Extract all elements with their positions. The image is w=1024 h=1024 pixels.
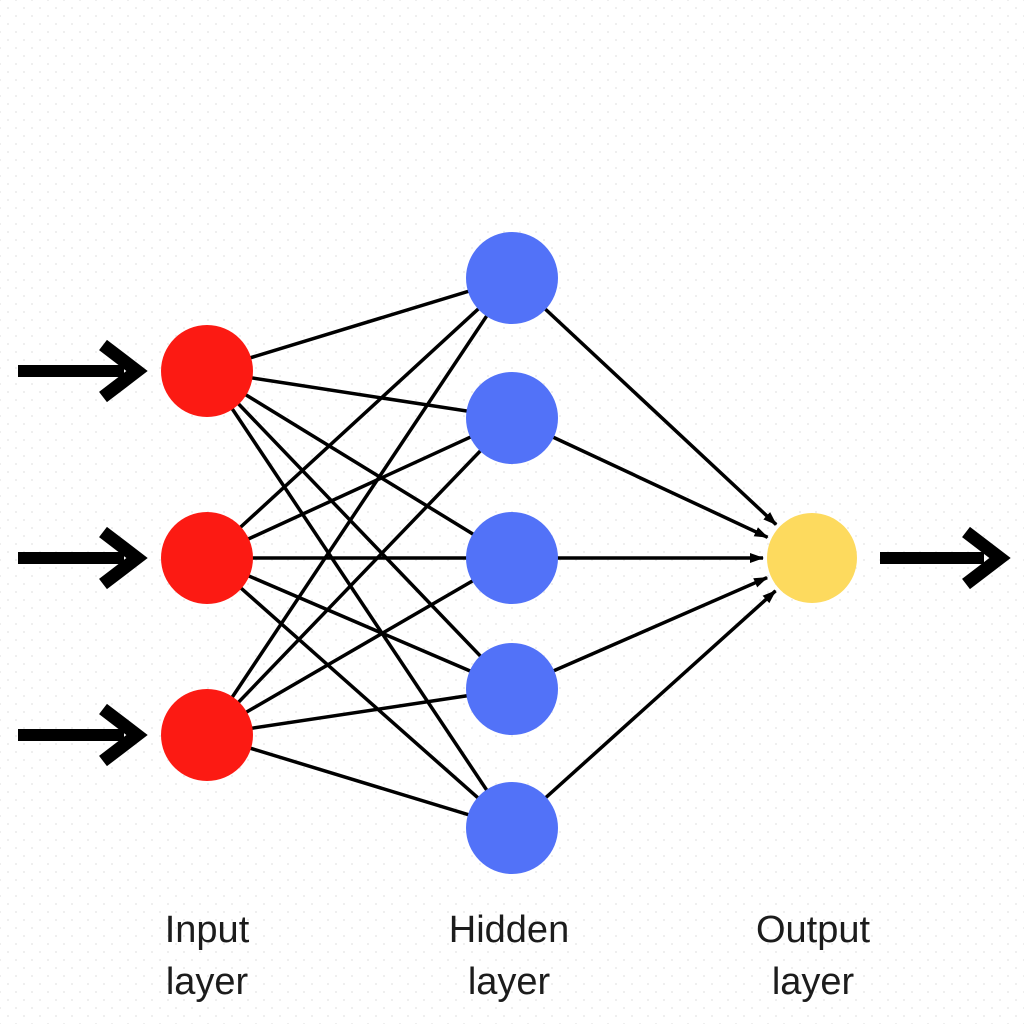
connection-input1-to-hidden0 [205,276,514,560]
connection-input2-to-hidden4 [206,733,513,830]
connection-input2-to-hidden3 [206,687,513,737]
output-layer-label-line2: layer [772,961,855,1003]
connection-hidden3-to-output0 [511,576,769,691]
input-layer-label-line2: layer [166,961,249,1003]
connection-input1-to-hidden3 [206,556,513,691]
connection-input2-to-hidden0 [205,277,514,736]
hidden-node-2 [466,372,558,464]
output-node-1 [767,513,857,603]
connection-input2-to-hidden1 [205,416,514,737]
connection-input0-to-hidden0 [206,276,513,373]
input-arrow-2-head-icon [99,526,148,590]
hidden-node-1 [466,232,558,324]
hidden-node-4 [466,643,558,735]
connections-group [205,276,778,830]
connection-hidden0-to-output0 [510,276,778,526]
input-node-3 [161,689,253,781]
connection-input0-to-hidden2 [206,369,513,560]
input-arrow-3-head-icon [99,703,148,767]
connection-input0-to-hidden4 [205,370,514,829]
connection-input0-to-hidden1 [206,369,513,420]
hidden-layer-label-line2: layer [468,961,551,1003]
hidden-node-3 [466,512,558,604]
hidden-layer-label-line1: Hidden [449,909,569,951]
connection-hidden4-to-output0 [510,589,777,830]
input-node-1 [161,325,253,417]
input-layer-label-line1: Input [165,909,250,951]
layer-labels-group: Input layer Hidden layer Output layer [165,909,871,1003]
output-layer-label-line1: Output [756,909,871,951]
external-arrows-group [18,339,1011,767]
nodes-group [161,232,857,874]
input-node-2 [161,512,253,604]
connection-input0-to-hidden3 [205,369,514,691]
connection-input2-to-hidden2 [206,556,513,737]
hidden-node-5 [466,782,558,874]
input-arrow-1-head-icon [99,339,148,403]
connection-input1-to-hidden1 [206,416,513,560]
connection-input1-to-hidden4 [205,556,514,830]
output-arrow-head-icon [962,526,1011,590]
connection-hidden1-to-output0 [511,416,769,539]
